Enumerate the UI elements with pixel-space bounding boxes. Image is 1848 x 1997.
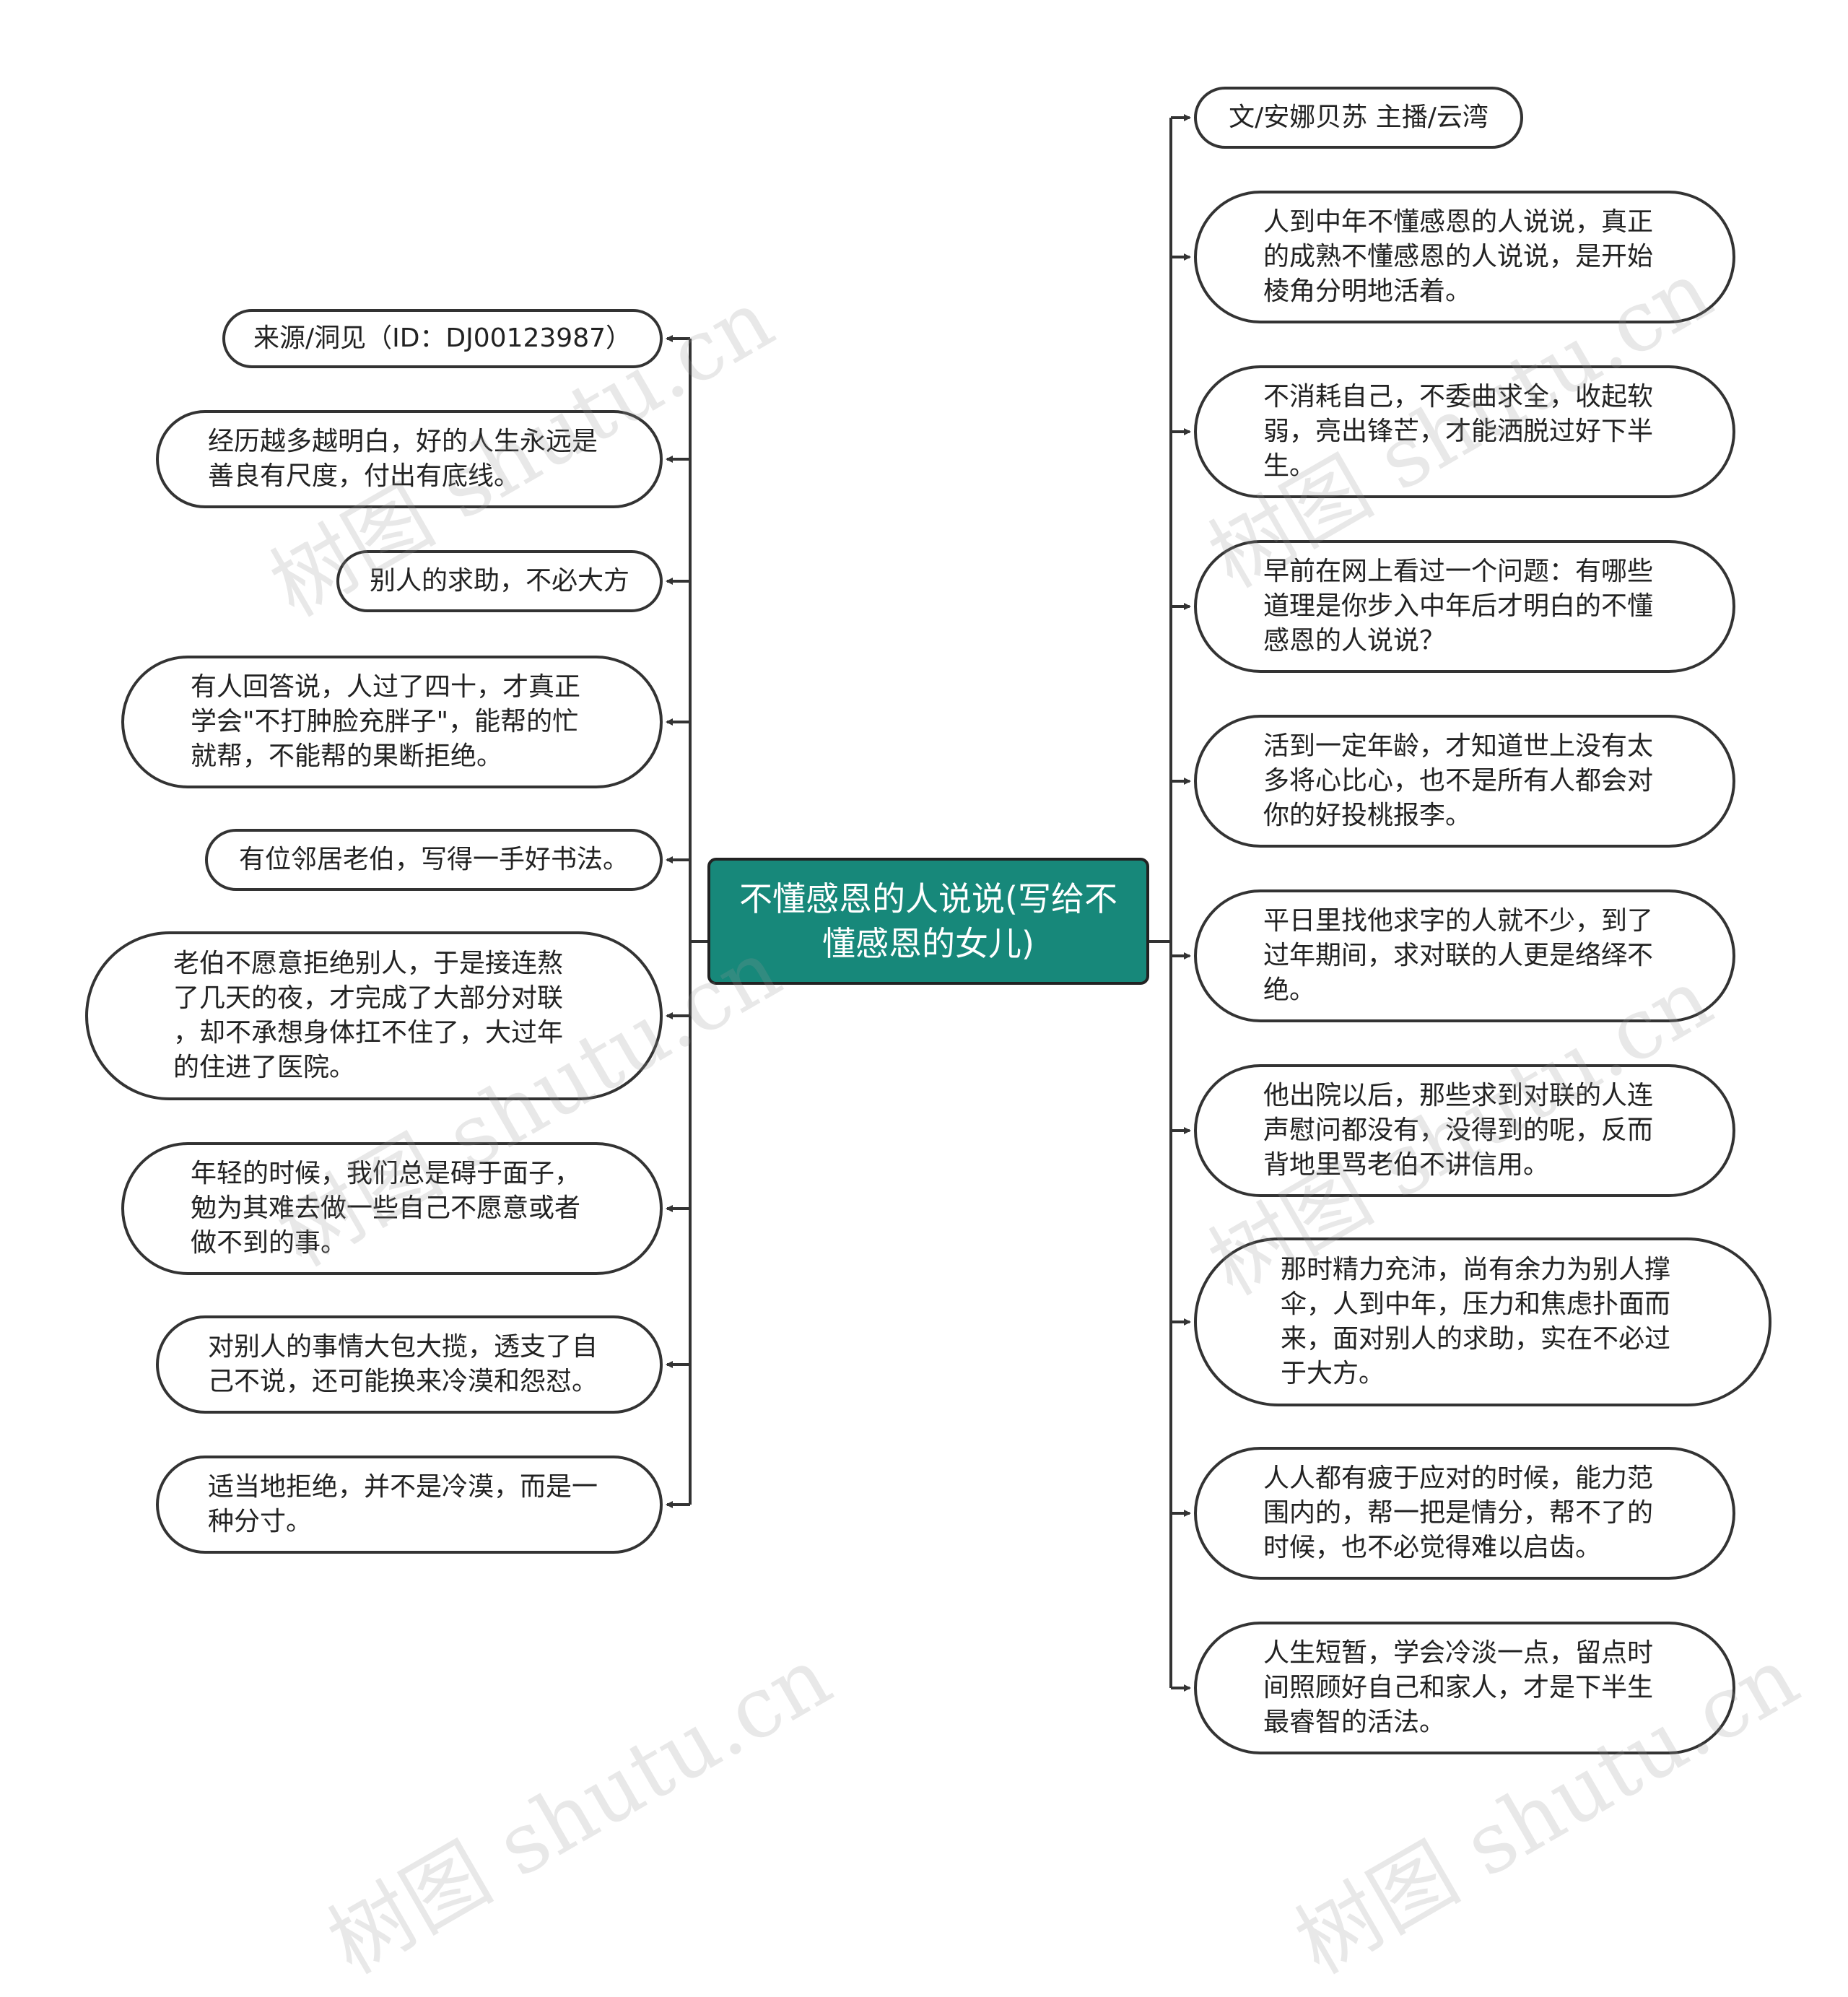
left-node-6[interactable]: 老伯不愿意拒绝别人，于是接连熬 了几天的夜，才完成了大部分对联 ，却不承想身体扛… (85, 931, 663, 1100)
left-node-2[interactable]: 经历越多越明白，好的人生永远是 善良有尺度，付出有底线。 (156, 410, 663, 508)
left-node-8[interactable]: 对别人的事情大包大揽，透支了自 己不说，还可能换来冷漠和怨怼。 (156, 1315, 663, 1414)
right-node-7[interactable]: 他出院以后，那些求到对联的人连 声慰问都没有，没得到的呢，反而 背地里骂老伯不讲… (1194, 1064, 1735, 1197)
right-node-2[interactable]: 人到中年不懂感恩的人说说，真正 的成熟不懂感恩的人说说，是开始 棱角分明地活着。 (1194, 191, 1735, 323)
node-text: 那时精力充沛，尚有余力为别人撑 伞，人到中年，压力和焦虑扑面而 来，面对别人的求… (1281, 1255, 1671, 1388)
right-node-3[interactable]: 不消耗自己，不委曲求全，收起软 弱，亮出锋芒，才能洒脱过好下半 生。 (1194, 365, 1735, 498)
node-text: 年轻的时候，我们总是碍于面子， 勉为其难去做一些自己不愿意或者 做不到的事。 (191, 1159, 581, 1258)
root-topic-label: 不懂感恩的人说说(写给不 懂感恩的女儿) (739, 879, 1117, 963)
node-text: 早前在网上看过一个问题：有哪些 道理是你步入中年后才明白的不懂 感恩的人说说？ (1263, 557, 1654, 656)
node-text: 有位邻居老伯，写得一手好书法。 (238, 845, 629, 874)
left-node-5[interactable]: 有位邻居老伯，写得一手好书法。 (205, 829, 663, 891)
node-text: 人人都有疲于应对的时候，能力范 围内的，帮一把是情分，帮不了的 时候，也不必觉得… (1263, 1463, 1654, 1562)
node-text: 人生短暂，学会冷淡一点，留点时 间照顾好自己和家人，才是下半生 最睿智的活法。 (1263, 1638, 1654, 1737)
node-text: 对别人的事情大包大揽，透支了自 己不说，还可能换来冷漠和怨怼。 (208, 1332, 598, 1396)
node-text: 经历越多越明白，好的人生永远是 善良有尺度，付出有底线。 (208, 427, 598, 491)
node-text: 来源/洞见（ID：DJ00123987） (253, 323, 632, 353)
left-node-7[interactable]: 年轻的时候，我们总是碍于面子， 勉为其难去做一些自己不愿意或者 做不到的事。 (121, 1142, 663, 1275)
right-node-1[interactable]: 文/安娜贝苏 主播/云湾 (1194, 87, 1523, 149)
right-node-10[interactable]: 人生短暂，学会冷淡一点，留点时 间照顾好自己和家人，才是下半生 最睿智的活法。 (1194, 1622, 1735, 1754)
node-text: 人到中年不懂感恩的人说说，真正 的成熟不懂感恩的人说说，是开始 棱角分明地活着。 (1263, 207, 1654, 306)
node-text: 文/安娜贝苏 主播/云湾 (1229, 103, 1489, 132)
right-node-8[interactable]: 那时精力充沛，尚有余力为别人撑 伞，人到中年，压力和焦虑扑面而 来，面对别人的求… (1194, 1237, 1771, 1406)
left-node-1[interactable]: 来源/洞见（ID：DJ00123987） (222, 309, 663, 368)
left-node-9[interactable]: 适当地拒绝，并不是冷漠，而是一 种分寸。 (156, 1456, 663, 1554)
node-text: 平日里找他求字的人就不少，到了 过年期间，求对联的人更是络绎不 绝。 (1263, 906, 1654, 1005)
node-text: 适当地拒绝，并不是冷漠，而是一 种分寸。 (208, 1472, 598, 1536)
node-text: 老伯不愿意拒绝别人，于是接连熬 了几天的夜，才完成了大部分对联 ，却不承想身体扛… (173, 949, 564, 1082)
node-text: 别人的求助，不必大方 (369, 566, 629, 596)
node-text: 活到一定年龄，才知道世上没有太 多将心比心，也不是所有人都会对 你的好投桃报李。 (1263, 731, 1654, 830)
node-text: 不消耗自己，不委曲求全，收起软 弱，亮出锋芒，才能洒脱过好下半 生。 (1263, 382, 1654, 481)
node-text: 他出院以后，那些求到对联的人连 声慰问都没有，没得到的呢，反而 背地里骂老伯不讲… (1263, 1081, 1654, 1180)
left-node-3[interactable]: 别人的求助，不必大方 (336, 550, 663, 612)
node-text: 有人回答说，人过了四十，才真正 学会"不打肿脸充胖子"，能帮的忙 就帮，不能帮的… (191, 672, 581, 771)
connector-lines (666, 114, 1191, 1692)
right-node-5[interactable]: 活到一定年龄，才知道世上没有太 多将心比心，也不是所有人都会对 你的好投桃报李。 (1194, 715, 1735, 848)
root-topic[interactable]: 不懂感恩的人说说(写给不 懂感恩的女儿) (707, 858, 1149, 985)
right-node-6[interactable]: 平日里找他求字的人就不少，到了 过年期间，求对联的人更是络绎不 绝。 (1194, 889, 1735, 1022)
right-node-4[interactable]: 早前在网上看过一个问题：有哪些 道理是你步入中年后才明白的不懂 感恩的人说说？ (1194, 540, 1735, 673)
right-node-9[interactable]: 人人都有疲于应对的时候，能力范 围内的，帮一把是情分，帮不了的 时候，也不必觉得… (1194, 1447, 1735, 1580)
left-node-4[interactable]: 有人回答说，人过了四十，才真正 学会"不打肿脸充胖子"，能帮的忙 就帮，不能帮的… (121, 656, 663, 788)
